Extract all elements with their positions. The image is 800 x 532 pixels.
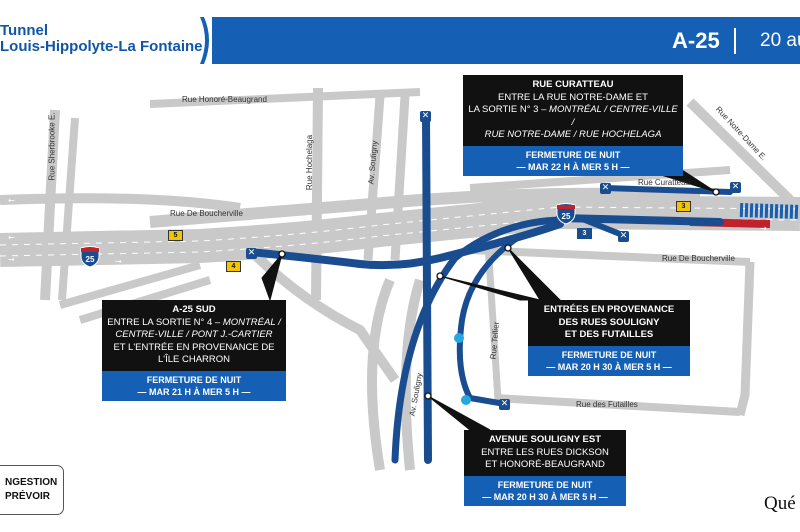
svg-text:25: 25 (562, 212, 571, 221)
street-label-curatteau: Rue Curatteau (638, 178, 691, 187)
exit-4-sign: 4 (226, 261, 241, 272)
road-map: ← ← → → → (0, 87, 800, 471)
closure-futailles-ramp (456, 233, 523, 407)
callout-rue-curatteau: RUE CURATTEAU ENTRE LA RUE NOTRE-DAME ET… (463, 75, 683, 176)
quebec-logo: Qué (764, 493, 796, 514)
header-swoosh (200, 17, 209, 64)
street-label-sherbrooke: Rue Sherbrooke E. (47, 112, 57, 181)
street-label-honore-beaugrand: Rue Honoré-Beaugrand (182, 95, 267, 104)
interstate-shield-icon-east: 25 (556, 203, 576, 225)
closure-x-icon: ✕ (499, 399, 510, 410)
svg-text:←: ← (8, 233, 15, 242)
svg-text:→: → (760, 224, 767, 233)
closure-x-icon: ✕ (246, 248, 257, 259)
exit-3-sign: 3 (676, 201, 691, 212)
closure-x-icon: ✕ (600, 183, 611, 194)
street-label-de-boucherville-west: Rue De Boucherville (170, 209, 243, 218)
exit-3-closure-sign: 3 (577, 228, 592, 239)
closure-souligny-est (422, 114, 432, 464)
callout-a25-sud: A-25 SUD ENTRE LA SORTIE N° 4 – MONTRÉAL… (102, 300, 286, 401)
header-separator (734, 28, 736, 54)
closure-curatteau (602, 185, 733, 195)
svg-text:←: ← (8, 196, 15, 205)
svg-text:→: → (8, 255, 15, 264)
street-label-futailles: Rue des Futailles (576, 400, 638, 409)
svg-text:→: → (115, 257, 122, 266)
closure-x-icon: ✕ (730, 182, 741, 193)
exit-5-sign: 5 (168, 230, 183, 241)
route-label: A-25 (672, 28, 720, 53)
closure-x-icon: ✕ (420, 111, 431, 122)
page-title: Tunnel Louis-Hippolyte-La Fontaine (0, 22, 203, 55)
honore-beaugrand-road (149, 88, 421, 108)
street-label-de-boucherville-east: Rue De Boucherville (662, 254, 735, 263)
a25-corridor (0, 194, 800, 267)
interstate-shield-icon: 25 (80, 246, 100, 268)
callout-entrees: ENTRÉES EN PROVENANCE DES RUES SOULIGNY … (528, 300, 690, 376)
date-range: 20 au 2 (760, 30, 800, 51)
closure-x-icon: ✕ (618, 231, 629, 242)
callout-avenue-souligny-est: AVENUE SOULIGNY EST ENTRE LES RUES DICKS… (464, 430, 626, 506)
header-band (212, 17, 800, 64)
svg-text:25: 25 (86, 255, 95, 264)
congestion-notice: NGESTION PRÉVOIR (0, 465, 64, 515)
closure-souligny-ramp (391, 216, 564, 464)
street-label-hochelaga: Rue Hochelaga (305, 134, 315, 191)
